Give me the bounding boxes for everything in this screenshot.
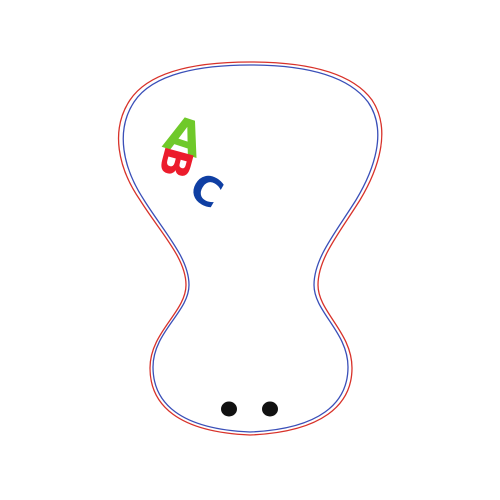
snap-dots [221, 401, 278, 417]
bib-outline-blue [122, 64, 379, 433]
snap-dot-left [221, 401, 237, 417]
bib-outline [117, 61, 383, 436]
bib-outline-red [117, 61, 383, 436]
snap-dot-right [262, 401, 278, 417]
abc-letters: A B C [149, 105, 230, 219]
